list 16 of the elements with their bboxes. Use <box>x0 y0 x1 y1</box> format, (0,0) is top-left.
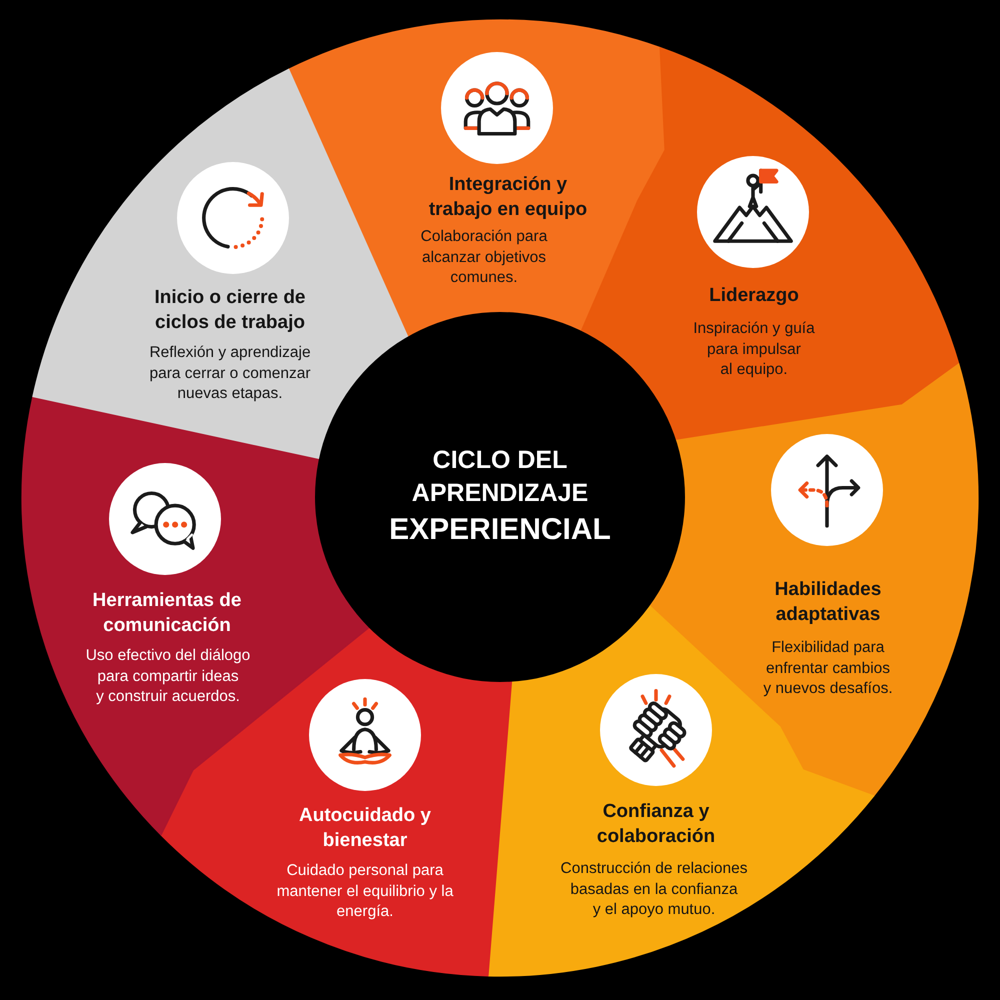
segment-description: Construcción de relaciones basadas en la confianza y el apoyo mutuo. <box>560 859 748 920</box>
segment-description: Cuidado personal para mantener el equilibrio y la energía. <box>276 861 454 922</box>
segment-heading: Inicio o cierre de ciclos de trabajo <box>154 286 306 335</box>
segment-heading: Herramientas de comunicación <box>92 589 242 638</box>
segment-description: Colaboración para alcanzar objetivos comunes. <box>420 227 548 288</box>
segment-description: Reflexión y aprendizaje para cerrar o comenzar nuevas etapas. <box>148 343 312 404</box>
center-title-emphasis: EXPERIENCIAL <box>388 512 612 548</box>
center-title: CICLO DEL APRENDIZAJE <box>410 445 590 509</box>
segment-description: Inspiración y guía para impulsar al equipo. <box>692 319 816 380</box>
segment-heading: Habilidades adaptativas <box>774 578 882 627</box>
segment-heading: Confianza y colaboración <box>596 800 716 849</box>
segment-description: Uso efectivo del diálogo para compartir ideas y construir acuerdos. <box>84 646 252 707</box>
segment-heading: Liderazgo <box>708 284 800 308</box>
segment-description: Flexibilidad para enfrentar cambios y nuevos desafíos. <box>762 638 894 699</box>
segment-heading: Integración y trabajo en equipo <box>428 173 588 222</box>
segment-heading: Autocuidado y bienestar <box>298 804 432 853</box>
